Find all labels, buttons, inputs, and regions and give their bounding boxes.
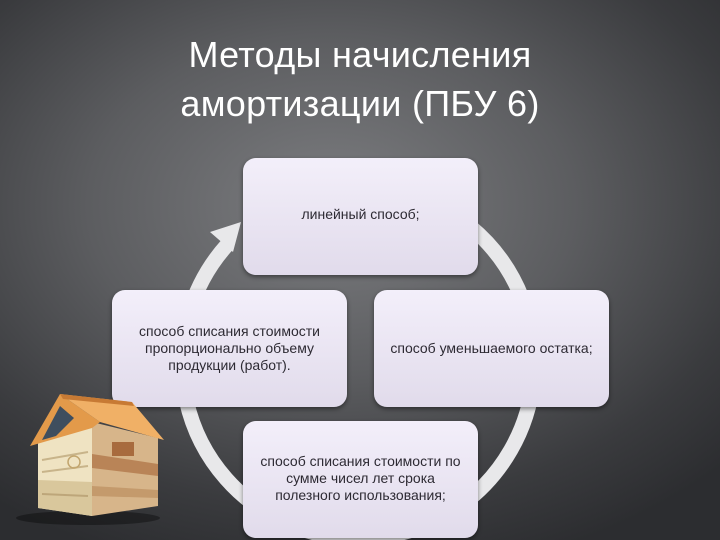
cycle-node-declining-balance: способ уменьшаемого остатка; (374, 290, 609, 407)
house-window (112, 442, 134, 456)
cycle-node-units-of-production-text: способ списания стоимости пропорциональн… (139, 323, 320, 373)
house-gable-accent (42, 406, 74, 440)
cycle-node-linear-text: линейный способ; (301, 206, 420, 222)
house-note-line-2 (41, 465, 89, 473)
cycle-node-units-of-production: способ списания стоимости пропорциональн… (112, 290, 347, 407)
slide-title-line-1: Методы начисления (188, 34, 532, 75)
cycle-node-declining-balance-text: способ уменьшаемого остатка; (390, 340, 593, 356)
house-side-stripe-2 (92, 486, 158, 498)
house-roof-side (60, 394, 164, 440)
cycle-node-linear: линейный способ; (243, 158, 478, 275)
house-note-line-3 (41, 493, 89, 497)
house-front-wall-shade (38, 480, 92, 516)
cycle-node-sum-of-years: способ списания стоимости по сумме чисел… (243, 421, 478, 538)
slide-number (630, 509, 710, 525)
house-note-seal (67, 455, 81, 469)
house-note-line-1 (41, 451, 89, 461)
money-house-image (16, 394, 164, 525)
house-roof-ridge (60, 394, 134, 406)
cycle-node-sum-of-years-text: способ списания стоимости по сумме чисел… (260, 453, 461, 503)
house-side-stripe (92, 454, 158, 476)
slide-title-line-2: амортизации (ПБУ 6) (180, 83, 540, 124)
cycle-arrowhead-icon (210, 222, 241, 252)
slide-title: Методы начисления амортизации (ПБУ 6) (80, 30, 640, 128)
house-shadow (16, 511, 160, 525)
